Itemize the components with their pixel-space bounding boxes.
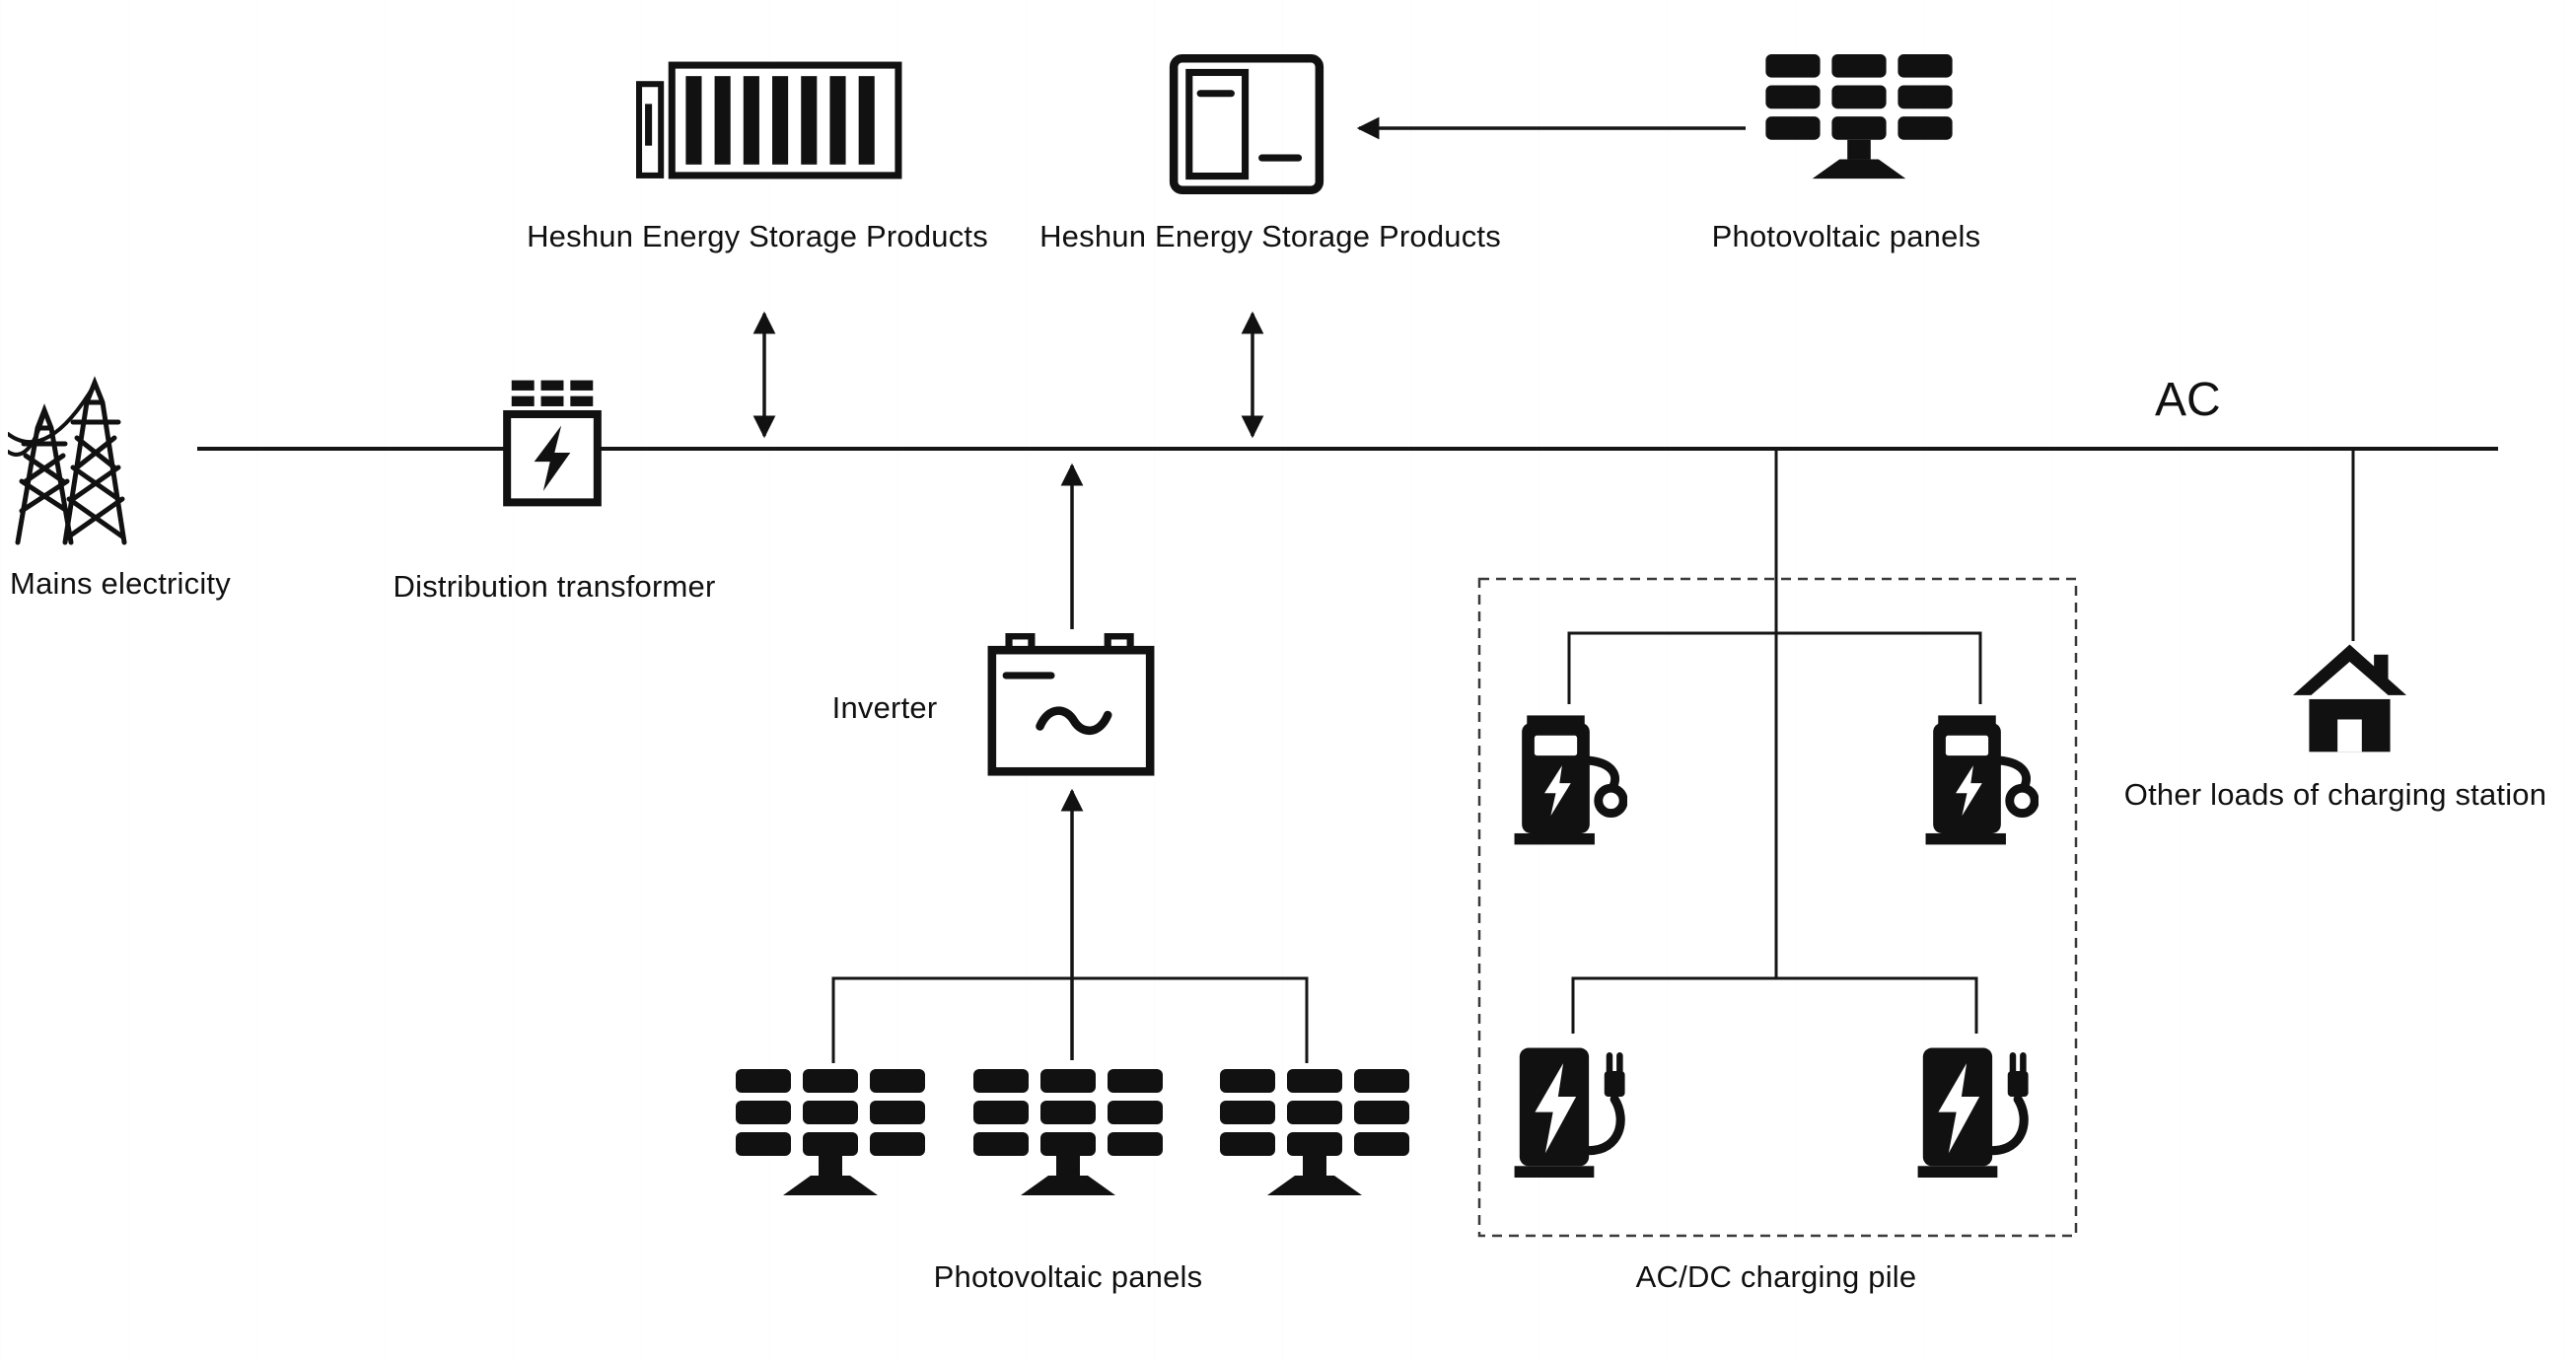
label-mains: Mains electricity [10, 566, 231, 601]
dc-charger-icon [1514, 1047, 1625, 1179]
storage-cabinet-icon [1169, 54, 1324, 194]
pv-bottom-bracket [831, 976, 1309, 1063]
label-charging-pile: AC/DC charging pile [1635, 1259, 1917, 1294]
charging-top-bracket [1567, 631, 1982, 704]
pv-panel-icon [736, 1069, 925, 1195]
label-storage-cabinet: Heshun Energy Storage Products [1039, 219, 1501, 253]
transmission-tower-icon [8, 376, 127, 545]
label-ac-bus: AC [2155, 374, 2221, 426]
house-icon [2293, 644, 2406, 752]
label-transformer: Distribution transformer [393, 569, 716, 604]
transformer-icon [503, 380, 602, 507]
ac-charger-icon [1925, 715, 2039, 845]
label-storage-container: Heshun Energy Storage Products [527, 219, 988, 253]
ac-charger-icon [1514, 715, 1627, 845]
label-pv-bottom: Photovoltaic panels [933, 1259, 1203, 1294]
label-inverter: Inverter [831, 690, 938, 725]
pv-panel-icon [1765, 54, 1953, 179]
charging-group-dashed-box [1477, 577, 2078, 1238]
storage-container-icon [636, 61, 902, 179]
label-other-loads: Other loads of charging station [2123, 777, 2547, 812]
dc-charger-icon [1917, 1047, 2029, 1179]
pv-panel-icon [973, 1069, 1163, 1195]
pv-panel-icon [1220, 1069, 1409, 1195]
charging-bottom-bracket [1571, 976, 1978, 1034]
label-pv-top: Photovoltaic panels [1711, 219, 1981, 253]
inverter-icon [987, 633, 1155, 776]
